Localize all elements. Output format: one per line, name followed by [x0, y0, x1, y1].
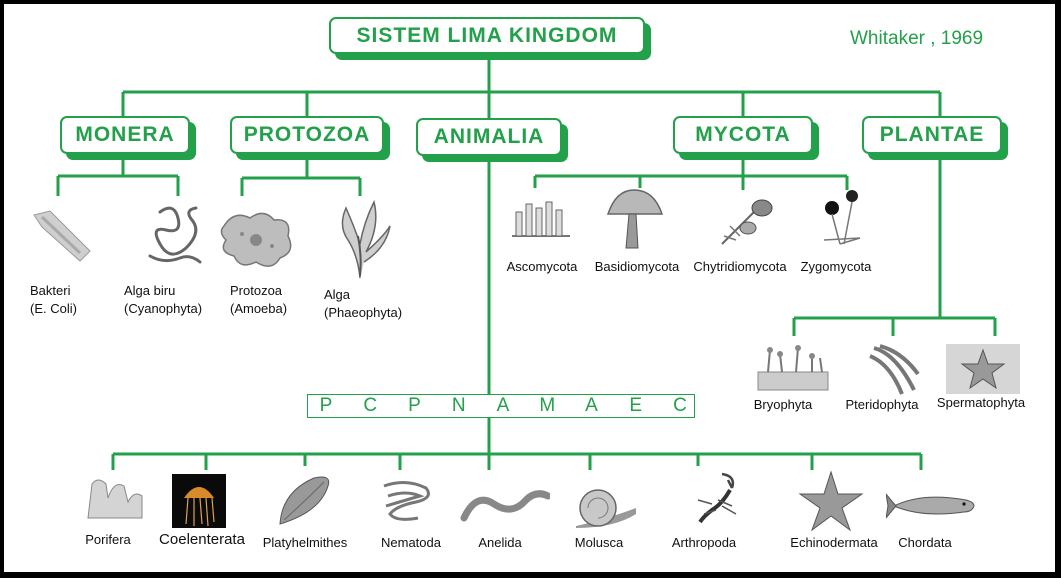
label-protozoa: Protozoa (Amoeba) [230, 282, 287, 318]
label-alga-biru: Alga biru (Cyanophyta) [124, 282, 202, 318]
label-basidiomycota: Basidiomycota [594, 259, 680, 274]
kingdom-monera-label: MONERA [75, 123, 175, 146]
label-protozoa-name: Protozoa [230, 283, 283, 298]
moss-icon [757, 345, 829, 391]
roundworm-icon [383, 481, 430, 521]
initial-p1: P [319, 395, 333, 416]
label-bakteri: Bakteri (E. Coli) [30, 282, 77, 318]
initial-p2: P [408, 395, 421, 416]
initial-c2: C [673, 395, 687, 416]
kingdom-protozoa-label: PROTOZOA [243, 123, 371, 146]
label-nematoda: Nematoda [381, 535, 441, 550]
label-protozoa-example: (Amoeba) [230, 301, 288, 316]
label-alga-name: Alga [324, 287, 351, 302]
brown-alga-icon [341, 199, 391, 279]
amoeba-icon [220, 212, 292, 267]
kingdom-mycota-label: MYCOTA [695, 123, 791, 146]
kingdom-plantae-label: PLANTAE [879, 123, 985, 146]
cyanobacteria-filament-icon [148, 206, 202, 264]
flowering-plant-icon [946, 344, 1020, 394]
label-spermatophyta: Spermatophyta [936, 395, 1026, 410]
label-chytridiomycota: Chytridiomycota [693, 259, 787, 274]
scorpion-icon [697, 472, 737, 524]
label-arthropoda: Arthropoda [671, 535, 737, 550]
kingdom-animalia-label: ANIMALIA [433, 125, 545, 148]
kingdom-monera: MONERA [60, 116, 190, 154]
label-coelenterata: Coelenterata [159, 531, 245, 548]
diagram-title: SISTEM LIMA KINGDOM [356, 23, 618, 47]
kingdom-mycota: MYCOTA [673, 116, 813, 154]
label-alga-biru-name: Alga biru [124, 283, 176, 298]
label-echinodermata: Echinodermata [790, 535, 878, 550]
starfish-icon [798, 470, 864, 532]
label-alga-biru-example: (Cyanophyta) [124, 301, 203, 316]
earthworm-icon [460, 490, 550, 522]
label-anelida: Anelida [478, 535, 522, 550]
citation: Whitaker , 1969 [850, 28, 984, 49]
sponge-icon [87, 479, 143, 519]
initial-c1: C [363, 395, 378, 416]
bacterium-icon [33, 210, 91, 262]
phyla-initials-box: P C P N A M A E C [307, 394, 695, 418]
fish-icon [886, 493, 975, 519]
initial-e: E [629, 395, 643, 416]
flatworm-icon [279, 476, 330, 525]
label-pteridophyta: Pteridophyta [845, 397, 919, 412]
label-bakteri-name: Bakteri [30, 283, 71, 298]
fern-icon [869, 344, 920, 395]
label-ascomycota: Ascomycota [506, 259, 578, 274]
kingdom-plantae: PLANTAE [862, 116, 1002, 154]
initial-m: M [539, 395, 556, 416]
ascomycota-cup-fungus-icon [512, 201, 570, 237]
label-platyhelmithes: Platyhelmithes [262, 535, 348, 550]
initial-a1: A [496, 395, 510, 416]
mushroom-icon [606, 189, 664, 249]
jellyfish-icon [172, 474, 226, 528]
label-molusca: Molusca [574, 535, 624, 550]
label-chordata: Chordata [898, 535, 952, 550]
label-alga-example: (Phaeophyta) [324, 305, 403, 320]
snail-icon [576, 489, 636, 528]
kingdom-animalia: ANIMALIA [416, 118, 562, 156]
initial-n: N [451, 395, 466, 416]
label-zygomycota: Zygomycota [800, 259, 872, 274]
label-alga: Alga (Phaeophyta) [324, 286, 402, 322]
label-bryophyta: Bryophyta [753, 397, 813, 412]
title-box: SISTEM LIMA KINGDOM [329, 17, 645, 54]
chytrid-icon [721, 199, 773, 245]
initial-a2: A [585, 395, 598, 416]
label-bakteri-example: (E. Coli) [30, 301, 77, 316]
kingdom-protozoa: PROTOZOA [230, 116, 384, 154]
label-porifera: Porifera [85, 532, 131, 547]
bread-mold-icon [823, 190, 861, 245]
